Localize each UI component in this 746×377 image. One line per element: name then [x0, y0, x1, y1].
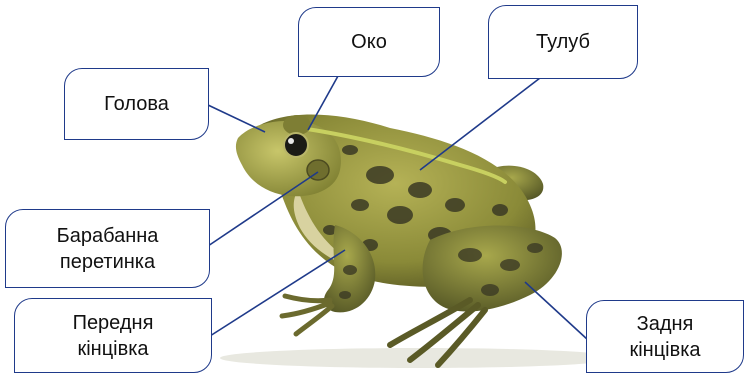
- leader-foreleg: [209, 249, 346, 337]
- frog-illustration: [220, 114, 620, 368]
- label-eardrum: Барабанна перетинка: [5, 209, 210, 288]
- leader-head: [207, 104, 266, 133]
- label-body: Тулуб: [488, 5, 638, 79]
- label-foreleg: Передня кінцівка: [14, 298, 212, 373]
- leader-body: [419, 77, 541, 171]
- leader-eardrum: [207, 171, 319, 247]
- leader-eye: [307, 75, 339, 131]
- label-head: Голова: [64, 68, 209, 140]
- label-hindleg: Задня кінцівка: [586, 300, 744, 373]
- leader-lines: [207, 75, 589, 341]
- leader-hindleg: [524, 281, 589, 341]
- label-eye: Око: [298, 7, 440, 77]
